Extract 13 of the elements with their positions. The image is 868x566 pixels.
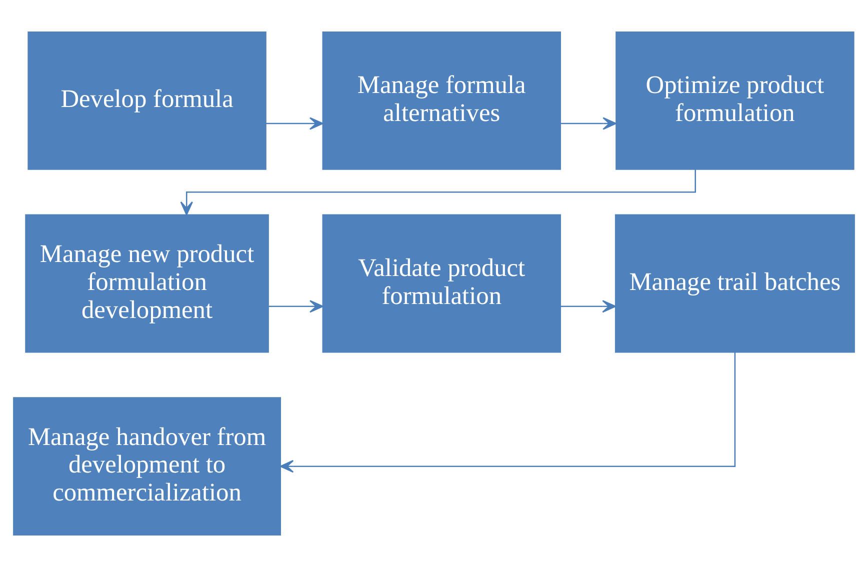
arrow (560, 116, 617, 130)
arrow (266, 116, 324, 130)
arrow (268, 300, 324, 312)
node-box: Manage trail batches (614, 214, 855, 352)
arrow (560, 300, 616, 312)
node-box: Manage handover from development to commercialization (13, 396, 281, 536)
node-box: Optimize product formulation (616, 30, 854, 170)
node-box: Manage formula alternatives (322, 30, 561, 170)
arrow (280, 352, 736, 472)
node-box: Validate product formulation (322, 214, 561, 352)
arrow (180, 168, 696, 215)
node-box: Manage new product formulation development (25, 214, 269, 352)
node-box: Develop formula (28, 30, 266, 170)
